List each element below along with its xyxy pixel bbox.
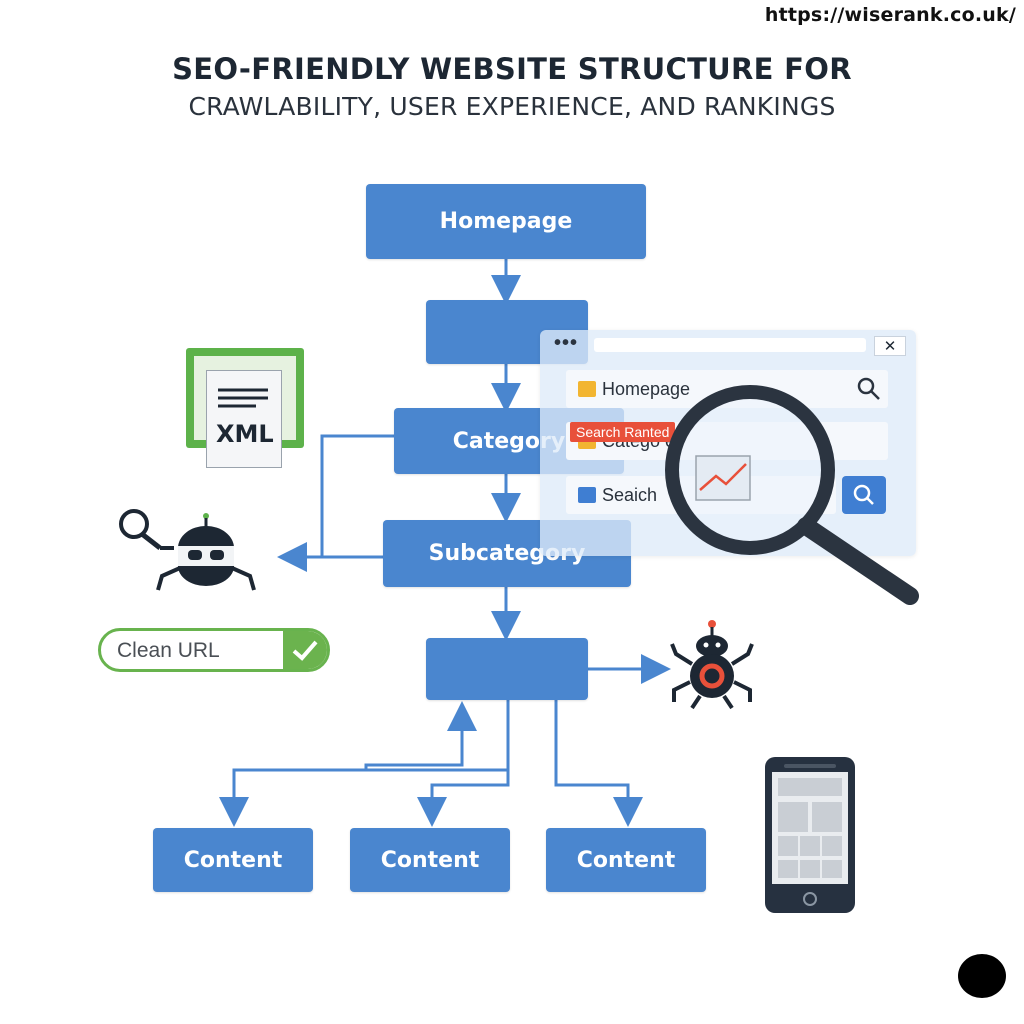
xml-file-icon xyxy=(206,370,282,468)
folder-icon xyxy=(578,381,596,397)
search-ranked-badge: Search Ranted xyxy=(570,422,676,442)
xml-doc-lines xyxy=(218,388,268,408)
magnifier-icon xyxy=(665,385,919,605)
spider-bot-icon xyxy=(670,620,754,710)
homepage-node: Homepage xyxy=(366,184,646,259)
address-bar[interactable] xyxy=(594,338,866,352)
arrow-to-content-3 xyxy=(554,700,643,827)
arrow-to-content-2 xyxy=(417,770,510,827)
search-icon[interactable] xyxy=(856,376,882,402)
content-node-2: Content xyxy=(350,828,510,892)
search-button[interactable] xyxy=(842,476,886,514)
browser-toolbar: ••• ✕ xyxy=(540,330,916,360)
smartphone-icon xyxy=(765,757,855,913)
crawler-robot-icon xyxy=(119,509,256,591)
arrow-to-crawler xyxy=(277,434,394,572)
check-icon xyxy=(283,631,327,669)
xml-label: XML xyxy=(216,420,274,448)
close-button[interactable]: ✕ xyxy=(874,336,906,356)
content-node-3: Content xyxy=(546,828,706,892)
browser-panel: ••• ✕ Homepage Catego e Seaich xyxy=(540,330,916,556)
panel-row-label: Seaich xyxy=(602,484,658,505)
level5-node xyxy=(426,638,588,700)
panel-row-label: Homepage xyxy=(602,378,691,399)
menu-dots-icon[interactable]: ••• xyxy=(554,332,579,354)
arrow-up-to-l5 xyxy=(364,701,477,770)
folder-icon xyxy=(578,487,596,503)
content-node-1: Content xyxy=(153,828,313,892)
clean-url-label: Clean URL xyxy=(117,639,220,662)
arrow-to-content-1 xyxy=(219,700,510,827)
clean-url-pill: Clean URL xyxy=(98,628,330,672)
search-icon xyxy=(853,484,874,505)
corner-dot xyxy=(958,954,1006,998)
site-url[interactable]: https://wiserank.co.uk/ xyxy=(764,4,1016,26)
page-title: SEO-FRIENDLY WEBSITE STRUCTURE FOR xyxy=(172,52,852,86)
page-subtitle: CRAWLABILITY, USER EXPERIENCE, AND RANKI… xyxy=(188,92,836,121)
